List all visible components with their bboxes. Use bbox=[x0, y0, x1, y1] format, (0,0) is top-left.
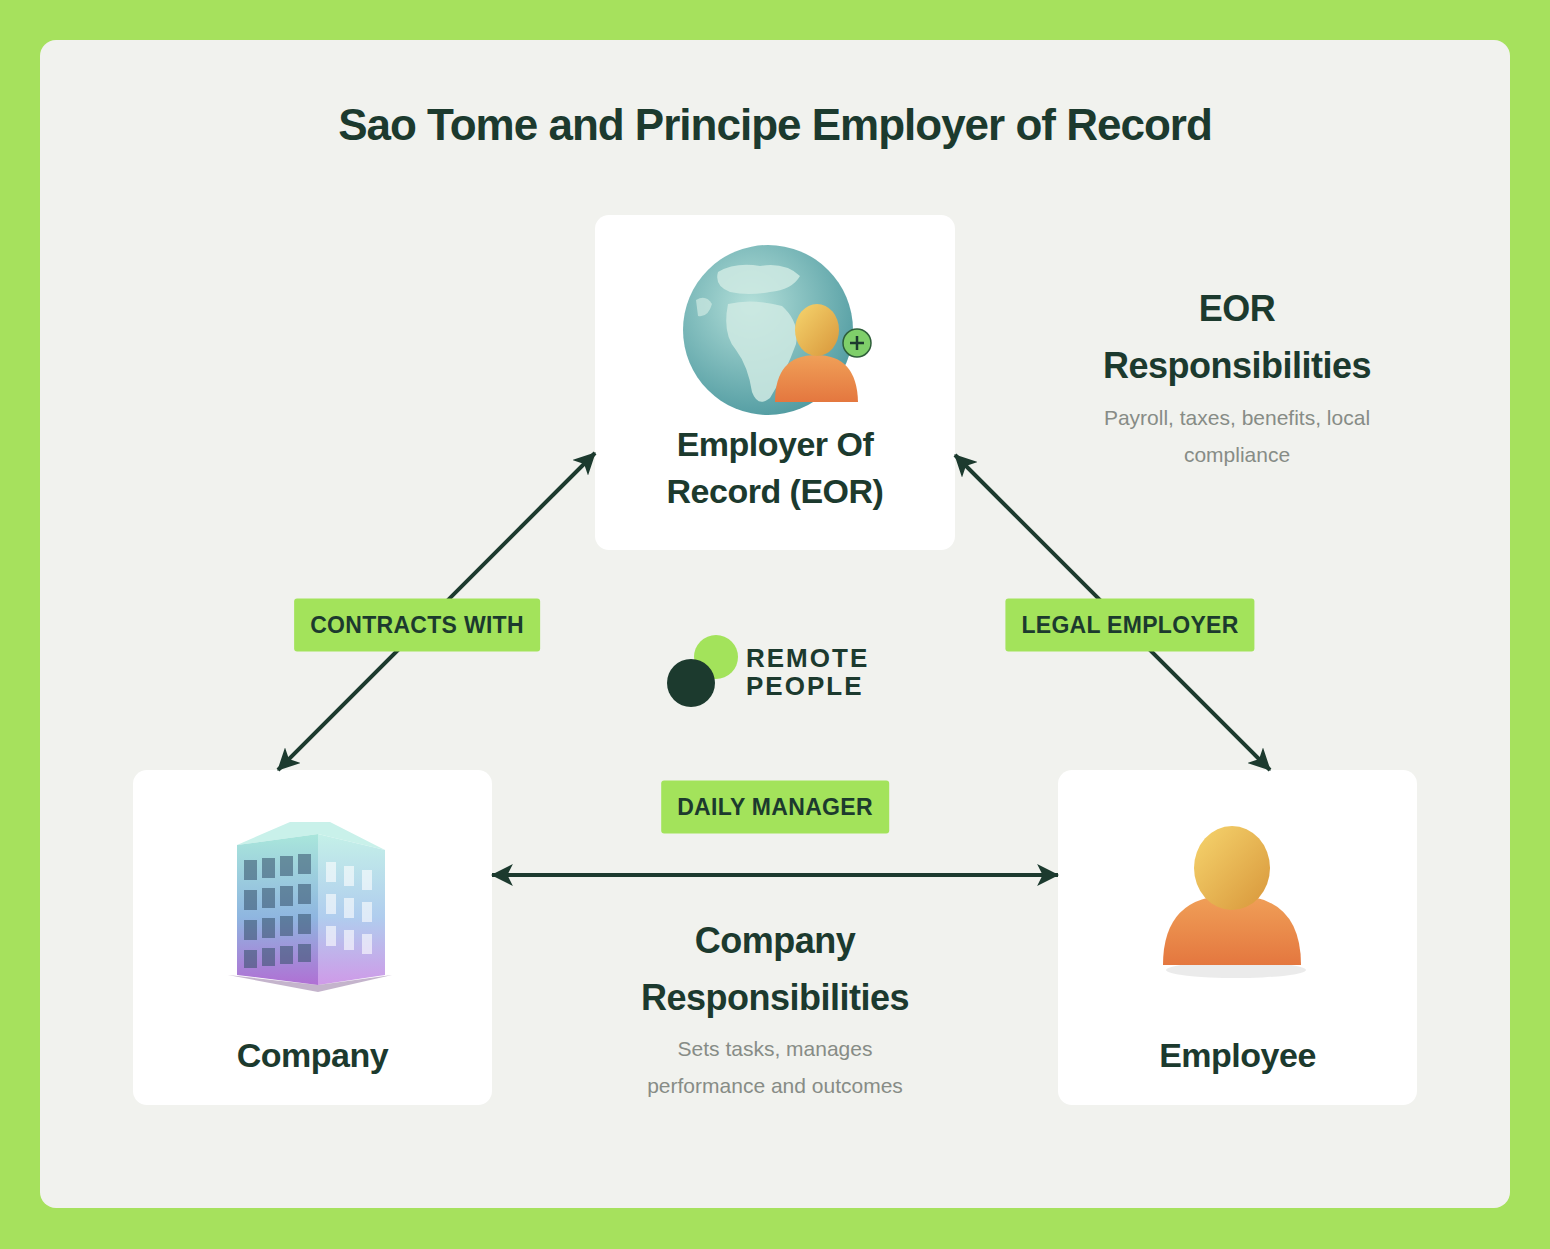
building-side bbox=[318, 834, 385, 985]
building-front bbox=[237, 834, 318, 985]
employee-icon bbox=[1163, 826, 1306, 978]
building-side-windows bbox=[326, 862, 372, 954]
section-heading: EOR Responsibilities bbox=[1077, 280, 1397, 394]
double-arrow-connector bbox=[955, 455, 1270, 770]
section-body: Sets tasks, manages performance and outc… bbox=[625, 1030, 925, 1104]
globe bbox=[683, 245, 853, 415]
panel bbox=[40, 40, 1510, 1208]
person-head bbox=[795, 304, 839, 356]
node-title: Employee bbox=[1088, 1032, 1388, 1079]
edge-label: CONTRACTS WITH bbox=[294, 599, 540, 652]
building-icon bbox=[228, 822, 392, 992]
section-body: Payroll, taxes, benefits, local complian… bbox=[1102, 399, 1372, 473]
entity-box: Company bbox=[133, 770, 492, 1105]
person-body bbox=[1163, 895, 1301, 965]
person-body bbox=[775, 355, 858, 402]
building-roof bbox=[237, 822, 385, 850]
entity-box: Employee bbox=[1058, 770, 1417, 1105]
logo-circle bbox=[694, 635, 738, 679]
double-arrow-connector bbox=[278, 453, 595, 770]
logo-mark bbox=[667, 635, 738, 707]
edge-label: DAILY MANAGER bbox=[661, 781, 889, 834]
section-heading: Company Responsibilities bbox=[615, 912, 935, 1026]
node-title: Employer Of Record (EOR) bbox=[650, 421, 900, 515]
diagram-title: Sao Tome and Principe Employer of Record bbox=[0, 97, 1550, 153]
shadow bbox=[1166, 962, 1306, 978]
edge-label: LEGAL EMPLOYER bbox=[1005, 599, 1254, 652]
globe-icon bbox=[683, 245, 853, 415]
plus-sign bbox=[850, 336, 864, 350]
logo-circle bbox=[667, 659, 715, 707]
logo-text: REMOTE PEOPLE bbox=[746, 644, 896, 700]
continent bbox=[726, 301, 797, 401]
node-title: Company bbox=[163, 1032, 463, 1079]
continent bbox=[696, 298, 712, 317]
building-base bbox=[228, 975, 392, 992]
continent bbox=[717, 265, 800, 294]
double-arrow-connector bbox=[492, 873, 1058, 877]
person-head bbox=[1194, 826, 1270, 910]
person-icon bbox=[775, 304, 871, 402]
building-windows bbox=[244, 854, 311, 968]
entity-box: Employer Of Record (EOR) bbox=[595, 215, 955, 550]
plus-badge bbox=[843, 329, 871, 357]
